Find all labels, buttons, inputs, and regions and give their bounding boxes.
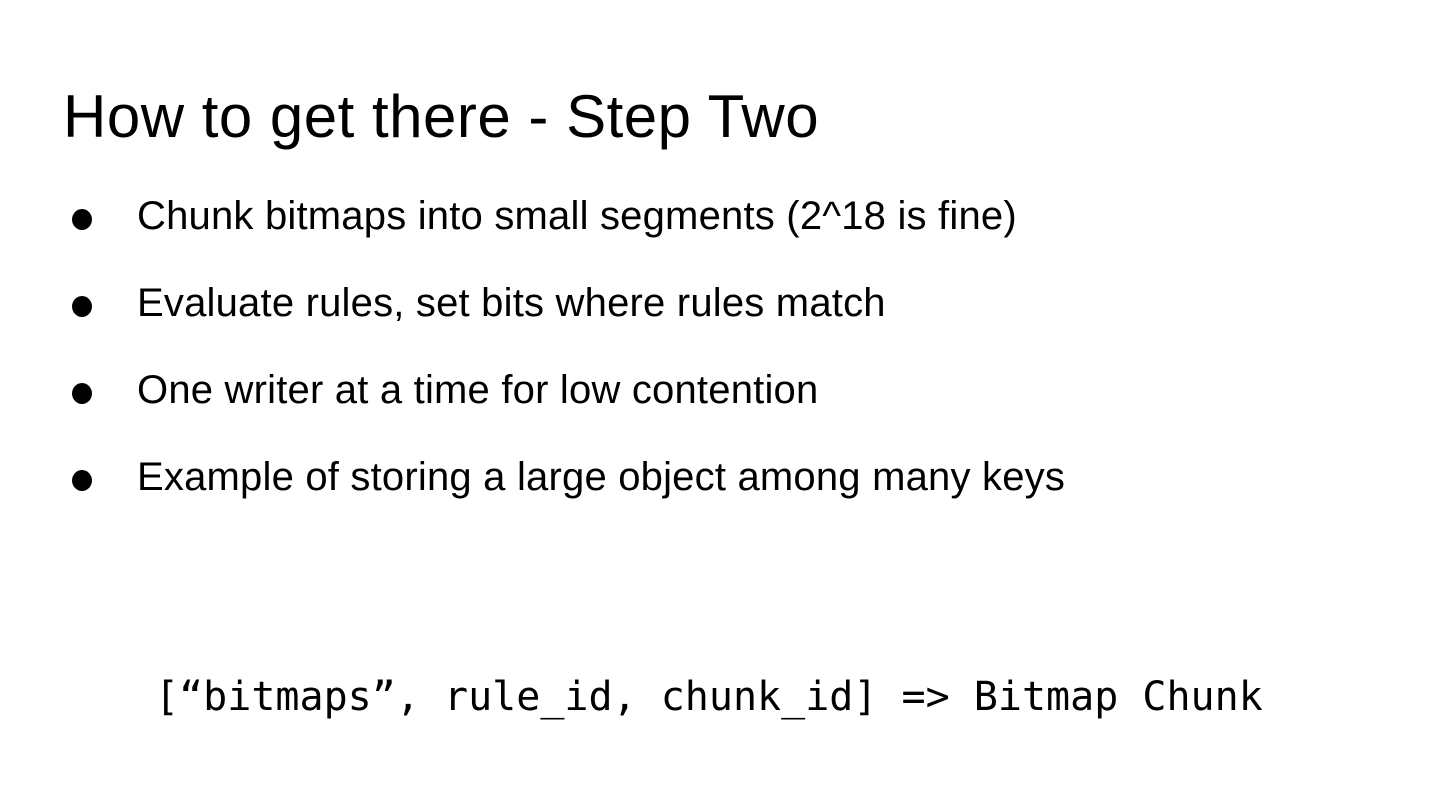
list-item: Example of storing a large object among … [72,457,1065,497]
list-item: Evaluate rules, set bits where rules mat… [72,283,1065,323]
bullet-text: One writer at a time for low contention [137,368,819,412]
bullet-text: Example of storing a large object among … [137,455,1066,499]
list-item: Chunk bitmaps into small segments (2^18 … [72,196,1065,236]
list-item: One writer at a time for low contention [72,370,1065,410]
bullet-list: Chunk bitmaps into small segments (2^18 … [72,196,1065,497]
bullet-text: Chunk bitmaps into small segments (2^18 … [137,194,1017,238]
bullet-icon [72,208,92,230]
bullet-icon [72,382,92,404]
bullet-icon [72,295,92,317]
slide-title: How to get there - Step Two [63,83,820,150]
bullet-icon [72,469,92,491]
code-annotation: [“bitmaps”, rule_id, chunk_id] => Bitmap… [155,674,1263,720]
bullet-text: Evaluate rules, set bits where rules mat… [137,281,886,325]
